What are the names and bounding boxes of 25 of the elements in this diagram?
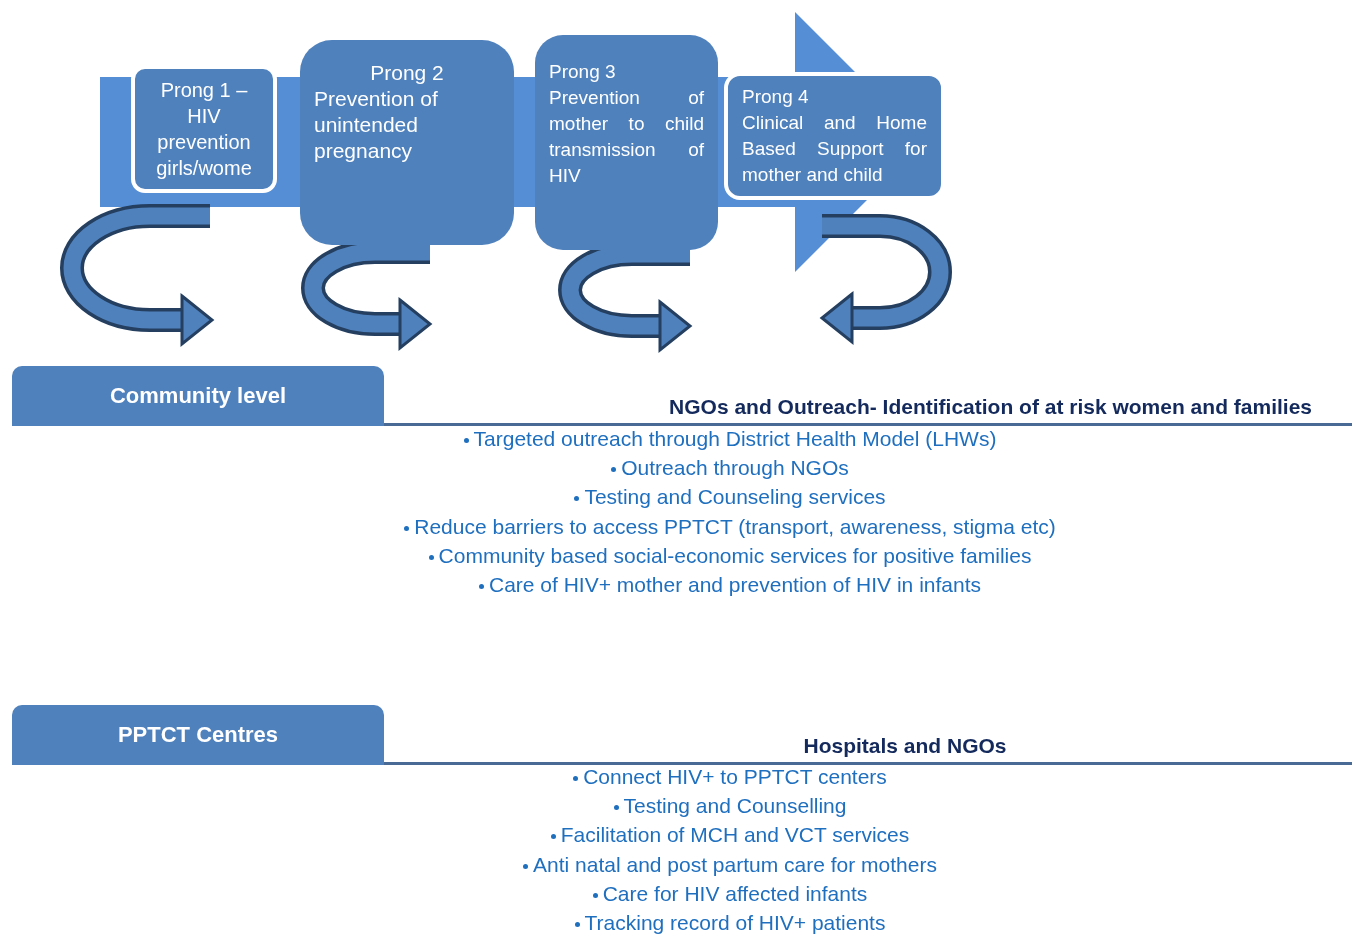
prong-title: Prong 3 — [549, 60, 617, 84]
bullet-item: Care for HIV affected infants — [0, 881, 1352, 906]
bullet-item: Community based social-economic services for positive families — [0, 543, 1352, 568]
bullet-item: Reduce barriers to access PPTCT (transport, awareness, stigma etc) — [0, 514, 1352, 539]
bullet-item: Testing and Counselling — [0, 794, 1352, 819]
section-tab: PPTCT Centres — [12, 705, 384, 765]
bullet-item: Tracking record of HIV+ patients — [0, 911, 1352, 935]
prong-title: Prong 2 — [369, 60, 445, 86]
bullet-item: Care of HIV+ mother and prevention of HIV in infants — [0, 573, 1352, 597]
bullet-item: Facilitation of MCH and VCT services — [0, 823, 1352, 848]
prong-text: Prong 1 – HIV prevention girls/wome — [155, 78, 253, 181]
bullet-item: Connect HIV+ to PPTCT centers — [0, 765, 1352, 789]
prong-title: Prong 4 — [742, 85, 810, 109]
bullet-item: Anti natal and post partum care for mothers — [0, 852, 1352, 877]
prong-text: Prevention of mother to child transmission of HIV — [549, 86, 704, 188]
prong-text: Clinical and Home Based Support for mother and child — [742, 111, 927, 187]
prong-text: Prevention of unintended pregnancy — [314, 86, 439, 164]
section-heading: NGOs and Outreach- Identification of at risk women and families — [669, 395, 1312, 419]
bullet-item: Targeted outreach through District Health Model (LHWs) — [0, 427, 1352, 451]
section-tab: Community level — [12, 366, 384, 426]
prong-box — [535, 35, 718, 250]
section-heading: Hospitals and NGOs — [803, 734, 1007, 758]
bullet-item: Outreach through NGOs — [0, 456, 1352, 481]
prong-box — [300, 40, 514, 245]
bullet-item: Testing and Counseling services — [0, 485, 1352, 510]
